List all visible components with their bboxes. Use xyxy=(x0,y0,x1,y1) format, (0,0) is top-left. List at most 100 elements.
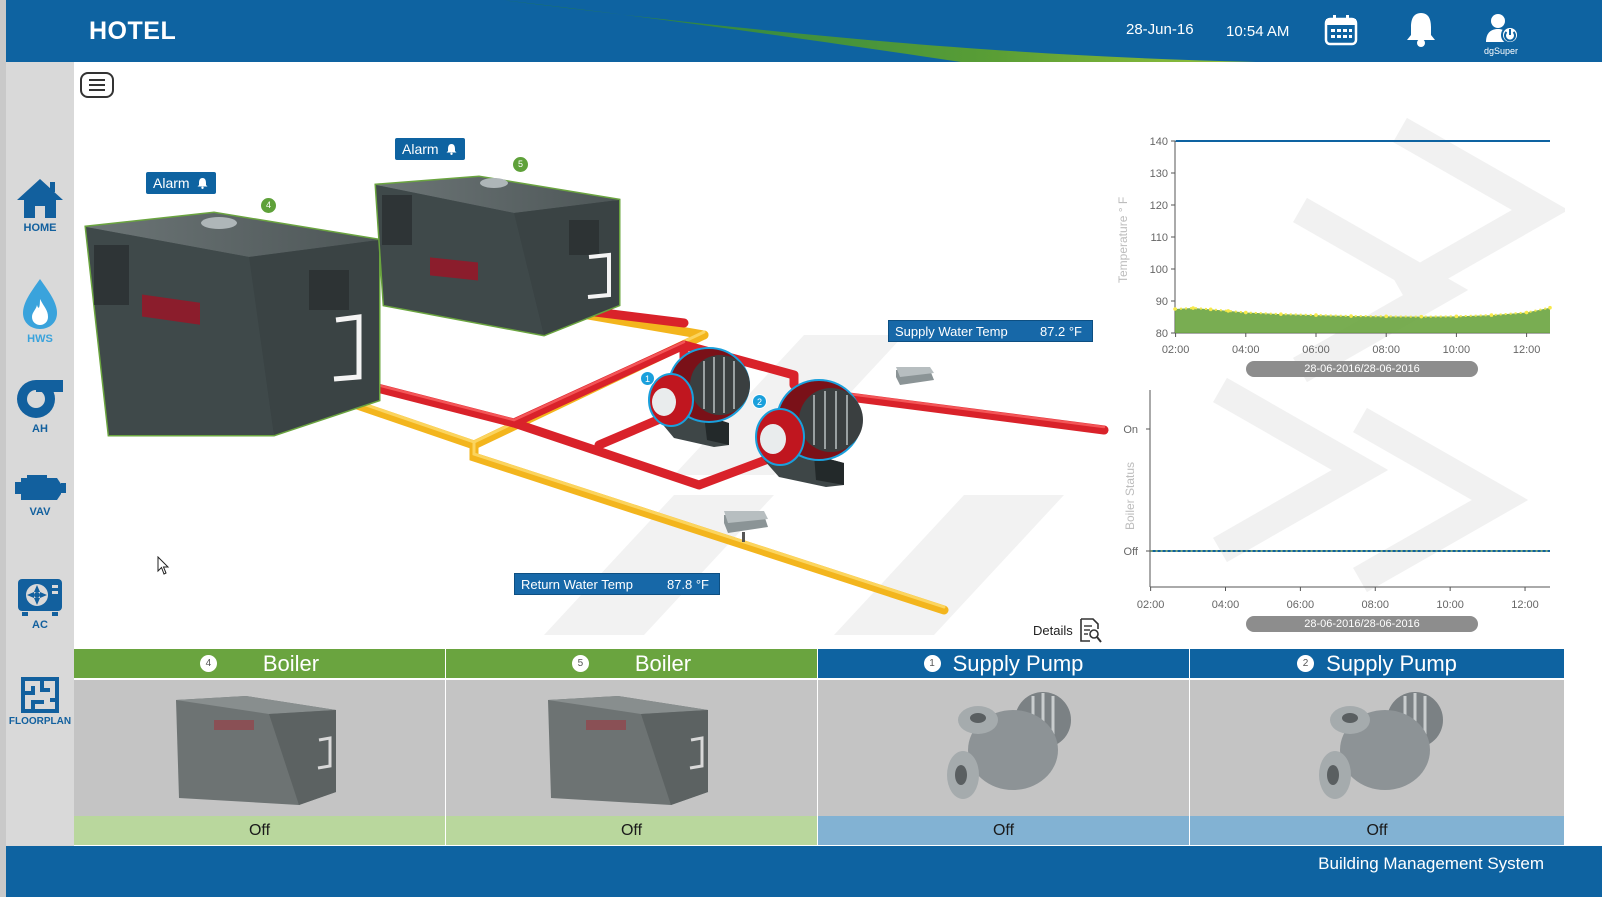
temperature-point xyxy=(1489,313,1494,317)
plant-scene xyxy=(84,175,1109,635)
sidebar-item-hws[interactable]: HWS xyxy=(6,277,74,345)
supply-pump-2-model xyxy=(755,379,863,487)
temperature-chart-ytick-label: 100 xyxy=(1150,264,1168,276)
alarm-tag-boiler-4[interactable]: Alarm xyxy=(146,172,217,194)
page-title: HWS xyxy=(1223,72,1261,89)
temperature-chart-ytick-label: 110 xyxy=(1150,232,1168,244)
sidebar-item-ah[interactable]: AH xyxy=(6,377,74,435)
menu-icon-bar xyxy=(89,84,105,86)
card-image xyxy=(818,678,1189,816)
equipment-card-pump-1[interactable]: 1 Supply Pump Off xyxy=(818,649,1190,845)
supply-water-temp-value: 87.2 °F xyxy=(1039,324,1082,339)
card-header: 2 Supply Pump xyxy=(1190,649,1564,678)
temperature-chart-ytick-label: 120 xyxy=(1150,200,1168,212)
card-image xyxy=(446,678,817,816)
temperature-line xyxy=(1174,306,1551,318)
return-water-temp-label: Return Water Temp xyxy=(521,577,633,592)
boiler-thumbnail xyxy=(176,696,336,805)
pump-thumbnail xyxy=(947,692,1071,799)
temperature-chart-xtick-label: 06:00 xyxy=(1302,344,1330,356)
status-chart-ytick-label: Off xyxy=(1124,546,1139,558)
equipment-card-boiler-4[interactable]: 4 Boiler Off xyxy=(74,649,446,845)
card-image xyxy=(1190,678,1564,816)
equipment-card-pump-2[interactable]: 2 Supply Pump Off xyxy=(1190,649,1564,845)
card-number-badge: 4 xyxy=(199,655,217,672)
status-chart-xtick-label: 06:00 xyxy=(1287,599,1315,611)
status-chart-ytick-label: On xyxy=(1123,424,1138,436)
status-chart-xtick-label: 02:00 xyxy=(1137,599,1165,611)
card-status: Off xyxy=(74,816,445,845)
top-header: HOTEL 28-Jun-16 10:54 AM xyxy=(6,0,1602,62)
temperature-point xyxy=(1173,307,1177,311)
temperature-point xyxy=(1454,314,1459,319)
card-status: Off xyxy=(818,816,1189,845)
temperature-chart-ytick-label: 90 xyxy=(1156,296,1168,308)
equipment-card-boiler-5[interactable]: 5 Boiler Off xyxy=(446,649,818,845)
return-water-temp-value: 87.8 °F xyxy=(666,577,709,592)
menu-toggle-button[interactable] xyxy=(80,72,114,98)
equipment-badge-4: 4 xyxy=(261,198,276,213)
temperature-point xyxy=(1243,310,1248,315)
sidebar-item-label: AH xyxy=(32,423,48,435)
card-status: Off xyxy=(446,816,817,845)
equipment-badge-5: 5 xyxy=(513,157,528,172)
card-header: 1 Supply Pump xyxy=(818,649,1189,678)
details-link[interactable]: Details xyxy=(1033,617,1103,643)
app-title: HOTEL xyxy=(89,17,177,45)
fan-icon xyxy=(17,380,63,418)
calendar-icon[interactable] xyxy=(1324,14,1358,51)
temperature-point xyxy=(1279,312,1283,316)
sidebar-item-vav[interactable]: VAV xyxy=(6,472,74,518)
temperature-chart-ylabel: Temperature ° F xyxy=(1116,197,1130,283)
return-water-temp[interactable]: Return Water Temp 87.8 °F xyxy=(514,573,720,595)
temperature-chart-ytick-label: 80 xyxy=(1156,328,1168,340)
boiler-status-chart-range[interactable]: 28-06-2016/28-06-2016 xyxy=(1246,616,1478,632)
temperature-chart: Temperature ° F 809010011012013014002:00… xyxy=(1116,136,1552,356)
temperature-chart-range[interactable]: 28-06-2016/28-06-2016 xyxy=(1246,361,1478,377)
temperature-point xyxy=(1349,314,1353,318)
card-number-badge: 5 xyxy=(571,655,589,672)
footer-text: Building Management System xyxy=(1318,854,1544,873)
sidebar: HOME HWS AH VAV xyxy=(6,62,74,848)
user-name: dgSuper xyxy=(1484,46,1519,56)
status-chart-xtick-label: 12:00 xyxy=(1511,599,1539,611)
return-sensor xyxy=(724,511,768,542)
card-number-badge: 1 xyxy=(923,655,941,672)
boiler-status-chart-ylabel: Boiler Status xyxy=(1123,462,1137,530)
alarm-tag-boiler-5[interactable]: Alarm xyxy=(395,138,466,160)
supply-water-temp[interactable]: Supply Water Temp 87.2 °F xyxy=(888,320,1093,342)
temperature-chart-xtick-label: 08:00 xyxy=(1372,344,1400,356)
menu-icon-bar xyxy=(89,79,105,81)
equipment-badge-1: 1 xyxy=(640,371,655,386)
temperature-point xyxy=(1524,310,1529,315)
temperature-point xyxy=(1419,314,1424,319)
alarm-label: Alarm xyxy=(153,175,190,191)
user-power-icon[interactable] xyxy=(1484,12,1520,51)
temperature-area xyxy=(1175,307,1550,333)
flame-drop-icon xyxy=(23,279,57,329)
sidebar-item-floorplan[interactable]: FLOORPLAN xyxy=(6,676,74,727)
sidebar-item-label: HWS xyxy=(27,333,53,345)
footer-bar: Building Management System xyxy=(6,846,1602,897)
sidebar-item-home[interactable]: HOME xyxy=(6,176,74,234)
temperature-point xyxy=(1208,307,1213,312)
temperature-point xyxy=(1191,306,1195,310)
temperature-chart-xtick-label: 12:00 xyxy=(1513,344,1541,356)
sidebar-item-label: FLOORPLAN xyxy=(8,716,72,727)
supply-water-temp-label: Supply Water Temp xyxy=(895,324,1008,339)
temperature-chart-xtick-label: 10:00 xyxy=(1443,344,1471,356)
header-time: 10:54 AM xyxy=(1226,23,1290,40)
status-chart-xtick-label: 10:00 xyxy=(1436,599,1464,611)
bell-icon[interactable] xyxy=(1404,10,1438,53)
window-edge xyxy=(0,0,6,897)
temperature-point xyxy=(1384,314,1388,319)
ac-unit-icon xyxy=(18,579,62,616)
temperature-chart-xtick-label: 02:00 xyxy=(1162,344,1190,356)
sidebar-item-ac[interactable]: AC xyxy=(6,577,74,631)
document-search-icon xyxy=(1080,618,1103,643)
temperature-chart-xtick-label: 04:00 xyxy=(1232,344,1260,356)
background-pattern xyxy=(1213,117,1565,593)
card-status: Off xyxy=(1190,816,1564,845)
